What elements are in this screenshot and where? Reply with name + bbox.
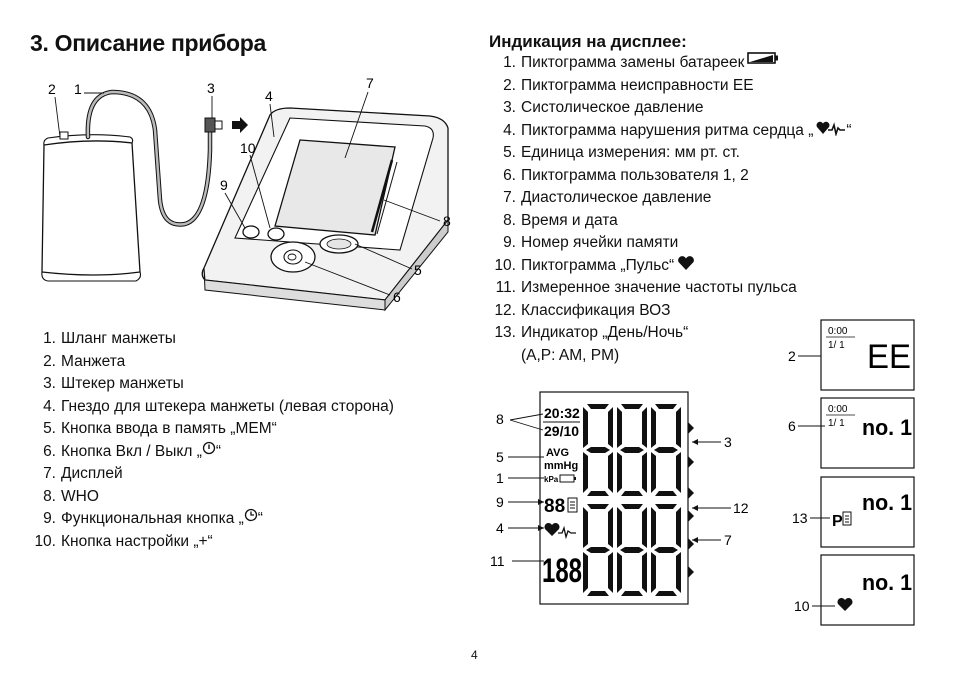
lcd-callout-8: 8: [496, 411, 504, 427]
callout-8: 8: [443, 213, 451, 229]
lcd-callout-4: 4: [496, 520, 504, 536]
leader-lines: [54, 91, 441, 296]
list-item: 2.Пиктограмма неисправности EE: [503, 76, 754, 94]
svg-text:no. 1: no. 1: [862, 570, 912, 595]
clock-icon: [244, 508, 257, 522]
arrow-icon: [232, 117, 248, 133]
lcd-frame: [539, 391, 689, 605]
list-item: 8.WHO: [43, 487, 99, 505]
list-item: 11.Измеренное значение частоты пульса: [495, 279, 797, 296]
svg-text:0:00: 0:00: [828, 404, 848, 415]
list-item: 4.Гнездо для штекера манжеты (левая стор…: [43, 397, 394, 415]
lcd-unit-kpa: kPa: [544, 475, 559, 484]
svg-text:EE: EE: [867, 338, 911, 376]
list-item: 7.Дисплей: [43, 465, 123, 482]
mini-displays: 0:00 1/ 1 EE 2 0:00 1/ 1 no. 1 6 P no. 1…: [788, 319, 915, 626]
list-item: 13.Индикатор „День/Ночь“: [494, 324, 689, 341]
list-item: 6.Кнопка Вкл / Выкл „ “: [43, 441, 222, 460]
mini-display-user: 0:00 1/ 1 no. 1 6: [788, 397, 915, 469]
lcd-callout-5: 5: [496, 449, 504, 465]
display-heading: Индикация на дисплее:: [489, 32, 687, 51]
svg-text:0:00: 0:00: [828, 326, 848, 337]
svg-text:1/ 1: 1/ 1: [828, 340, 845, 351]
lcd-battery-icon: [559, 474, 576, 483]
monitor-body: [201, 107, 449, 312]
callout-5: 5: [414, 262, 422, 278]
power-icon: [202, 441, 216, 454]
lcd-callout-9: 9: [496, 494, 504, 510]
mini-display-pulse: no. 1 10: [794, 554, 915, 626]
battery-icon: [747, 52, 779, 64]
heart-icon: [678, 255, 695, 270]
callout-3: 3: [207, 80, 215, 96]
svg-text:no. 1: no. 1: [862, 415, 912, 440]
lcd-callout-11: 11: [490, 553, 505, 569]
list-item: 12.Классификация ВОЗ: [494, 301, 671, 319]
list-item: 10.Кнопка настройки „+“: [34, 532, 213, 550]
lcd-date: 29/10: [544, 423, 579, 439]
callout-2: 2: [48, 81, 56, 97]
svg-text:6: 6: [788, 418, 796, 434]
list-item: 9.Функциональная кнопка „ “: [43, 508, 263, 527]
list-item: 3.Систолическое давление: [503, 99, 704, 116]
list-item: 4.Пиктограмма нарушения ритма сердца „ “: [503, 121, 852, 139]
svg-text:1/ 1: 1/ 1: [828, 418, 845, 429]
mini-display-ampm: P no. 1 13: [792, 476, 915, 548]
cuff: [41, 131, 142, 282]
callout-6: 6: [393, 289, 401, 305]
callout-9: 9: [220, 177, 228, 193]
list-item: 3.Штекер манжеты: [43, 375, 184, 392]
list-item: 2.Манжета: [43, 352, 126, 370]
lcd-arrhythmia-icon: [544, 522, 576, 540]
list-item: 1.Пиктограмма замены батареек: [488, 52, 852, 75]
list-item: 5.Кнопка ввода в память „MEM“: [43, 420, 277, 437]
list-item: 10.Пиктограмма „Пульс“: [488, 255, 852, 278]
lcd-display: 20:32 29/10 AVG mmHg kPa 88 188 8 5 1 9 …: [490, 391, 749, 605]
mini-display-error: 0:00 1/ 1 EE 2: [788, 319, 915, 391]
section-title: 3. Описание прибора: [30, 30, 267, 56]
list-item: 5.Единица измерения: мм рт. ст.: [503, 144, 740, 161]
svg-text:10: 10: [794, 598, 810, 614]
callout-10: 10: [240, 140, 256, 156]
lcd-pulse: 188: [542, 552, 582, 590]
lcd-callout-7: 7: [724, 532, 732, 548]
device-illustration: 1 2 3 4 5 6 7 8 9 10: [41, 75, 451, 312]
callout-7: 7: [366, 75, 374, 91]
display-indication-list: 1.Пиктограмма замены батареек 2.Пиктогра…: [488, 52, 852, 367]
svg-text:no. 1: no. 1: [862, 490, 912, 515]
lcd-avg: AVG: [546, 447, 569, 459]
lcd-callout-12: 12: [733, 500, 749, 516]
who-indicator: [688, 422, 694, 578]
lcd-memory: 88: [544, 496, 565, 517]
lcd-callout-3: 3: [724, 434, 732, 450]
svg-text:2: 2: [788, 348, 796, 364]
page-number: 4: [471, 648, 478, 662]
systolic-digits: [583, 404, 681, 496]
list-item: 8.Время и дата: [503, 211, 618, 229]
svg-text:13: 13: [792, 510, 808, 526]
list-item: 6.Пиктограмма пользователя 1, 2: [503, 166, 749, 184]
lcd-unit-mmhg: mmHg: [544, 460, 578, 472]
list-item: 9.Номер ячейки памяти: [503, 234, 679, 251]
list-item: 1.Шланг манжеты: [43, 330, 176, 347]
lcd-memory-icon: [567, 497, 578, 513]
list-item: (A,P: AM, PM): [521, 346, 620, 364]
pulse-heart-icon: [837, 597, 853, 611]
cuff-plug: [204, 117, 223, 133]
svg-text:P: P: [832, 513, 843, 530]
callout-4: 4: [265, 88, 273, 104]
arrhythmia-icon: [816, 121, 846, 136]
parts-list: 1.Шланг манжеты 2.Манжета 3.Штекер манже…: [30, 328, 394, 553]
list-item: 7.Диастолическое давление: [503, 189, 712, 206]
callout-1: 1: [74, 81, 82, 97]
lcd-callout-1: 1: [496, 470, 504, 486]
lcd-time: 20:32: [544, 405, 580, 421]
